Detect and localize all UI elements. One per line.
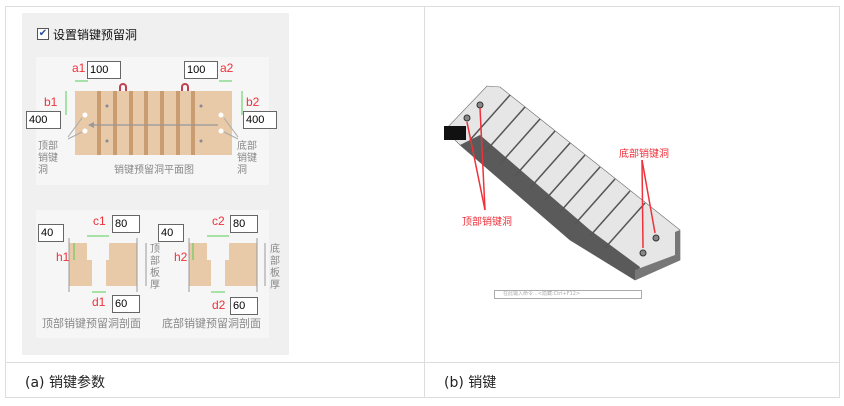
- a2-label: a2: [220, 61, 234, 75]
- d1-input[interactable]: 60: [112, 295, 140, 313]
- figure-table: [5, 6, 840, 398]
- c2-label: c2: [212, 214, 225, 228]
- bottom-section-title: 底部销键预留洞剖面: [162, 317, 261, 330]
- plan-drawing: [65, 80, 243, 155]
- section-diagram: 40 h1 c1 80 d1 60 顶部板厚 40 h2 c2 80 d2 60…: [36, 210, 280, 338]
- a1-label: a1: [72, 61, 86, 75]
- plan-title: 销键预留洞平面图: [114, 165, 194, 176]
- h2-input[interactable]: 40: [158, 224, 184, 242]
- caption-b: (b) 销键: [444, 375, 497, 391]
- c1-label: c1: [93, 214, 106, 228]
- c1-input[interactable]: 80: [112, 215, 140, 233]
- h1-input[interactable]: 40: [38, 224, 64, 242]
- b2-label: b2: [246, 95, 260, 109]
- c2-input[interactable]: 80: [230, 215, 258, 233]
- plan-diagram: a1 100 100 a2 b1 400 b2 400 顶部销键洞 底部销键洞 …: [26, 57, 277, 185]
- h1-label: h1: [56, 250, 70, 264]
- d2-input[interactable]: 60: [230, 297, 258, 315]
- d1-label: d1: [92, 295, 106, 309]
- bottom-hole-label: 底部销键洞: [237, 141, 257, 176]
- divider: [424, 6, 425, 398]
- divider: [5, 362, 840, 363]
- a2-input[interactable]: 100: [184, 61, 218, 79]
- top-section-title: 顶部销键预留洞剖面: [42, 317, 141, 330]
- caption-a: (a) 销键参数: [25, 375, 105, 391]
- pin-hole-checkbox[interactable]: ✔: [37, 28, 49, 40]
- b1-input[interactable]: 400: [26, 111, 61, 129]
- h2-label: h2: [174, 250, 188, 264]
- b1-label: b1: [44, 95, 58, 109]
- section-drawing: [68, 235, 266, 293]
- top-thickness-label: 顶部板厚: [150, 244, 160, 291]
- a1-input[interactable]: 100: [87, 61, 121, 79]
- bottom-hole-callout: 底部销键洞: [619, 149, 669, 160]
- command-input[interactable]: 在此输入命令...<隐藏:Ctrl+F12>: [494, 290, 642, 299]
- checkbox-label: 设置销键预留洞: [53, 28, 138, 42]
- top-hole-label: 顶部销键洞: [38, 141, 58, 176]
- top-hole-callout: 顶部销键洞: [462, 217, 512, 228]
- bottom-thickness-label: 底部板厚: [270, 244, 280, 291]
- pin-key-settings-panel: ✔ 设置销键预留洞 a1 100 100 a2 b1 400 b2 400 顶部…: [22, 13, 289, 355]
- d2-label: d2: [212, 298, 226, 312]
- b2-input[interactable]: 400: [243, 111, 277, 129]
- stair-3d-model: [444, 85, 681, 281]
